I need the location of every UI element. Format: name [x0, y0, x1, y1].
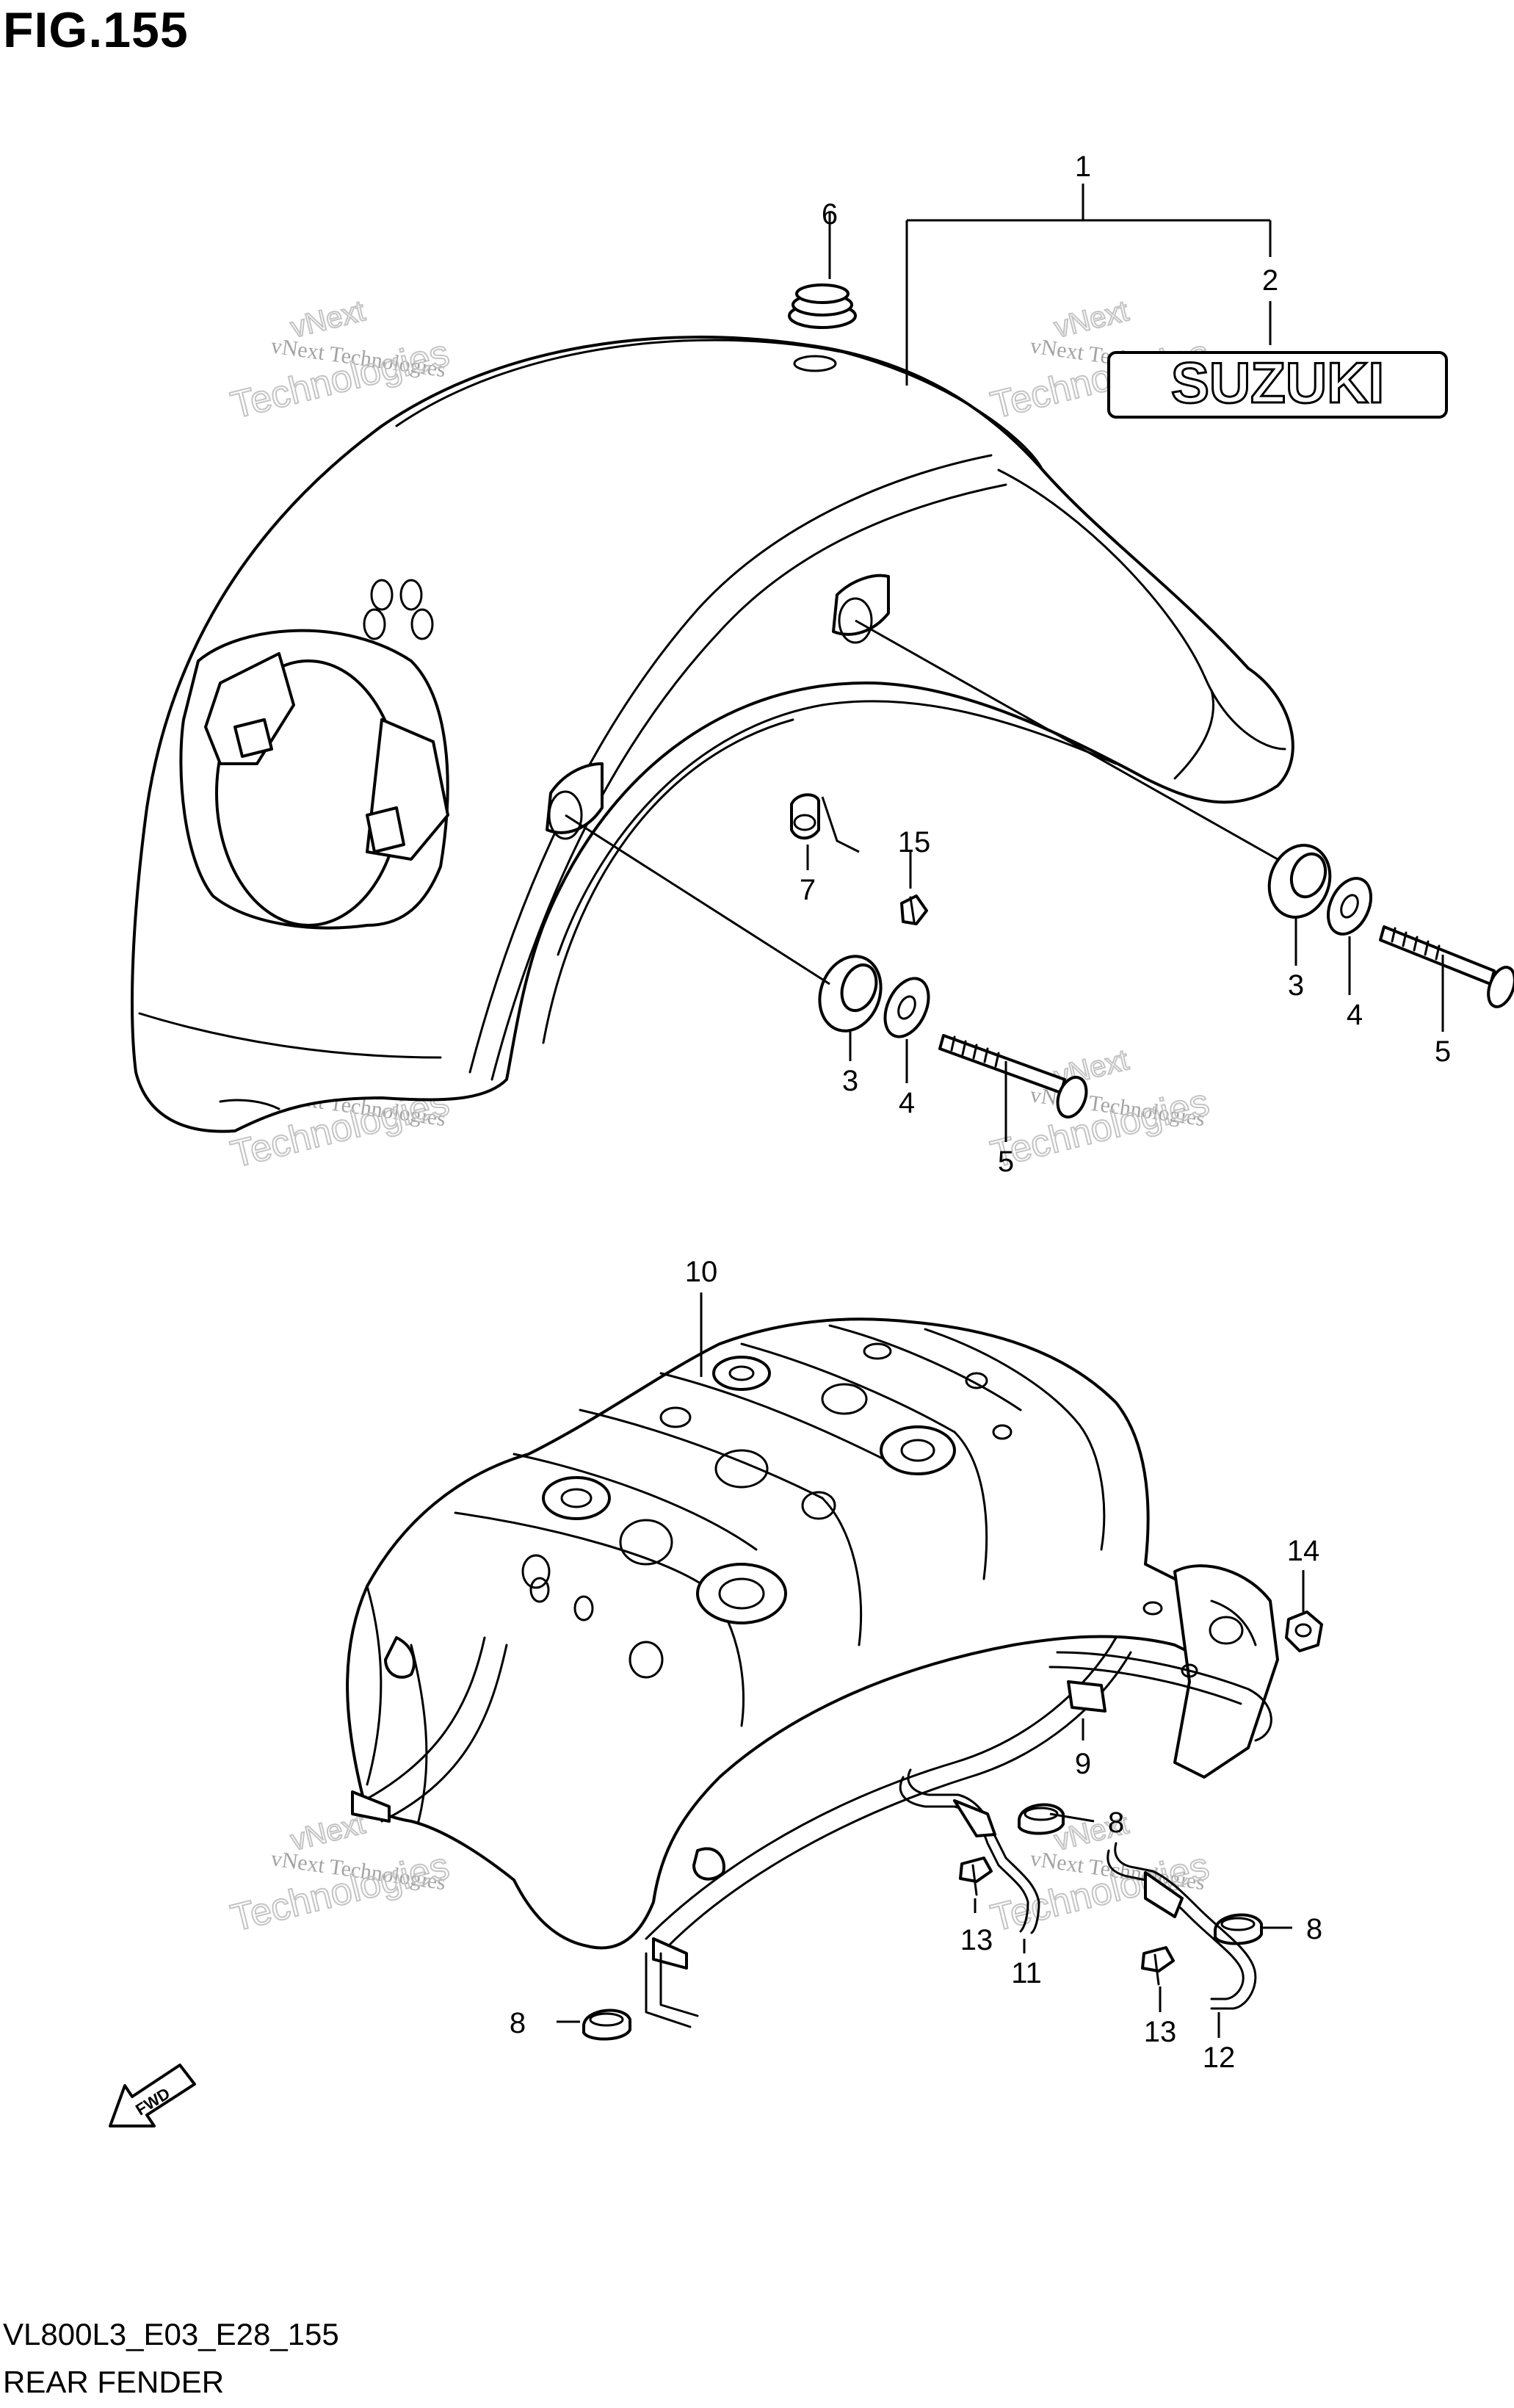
callout-5-left: 5 [998, 1146, 1014, 1178]
grommet-part-6 [788, 283, 857, 329]
callout-13-a: 13 [960, 1924, 993, 1956]
callout-1: 1 [1075, 151, 1091, 183]
screw-part-15 [900, 894, 928, 925]
figure-name: REAR FENDER [3, 2365, 225, 2399]
svg-text:vNext: vNext [1051, 294, 1132, 344]
callout-15: 15 [898, 826, 931, 858]
callout-8-b: 8 [1306, 1913, 1322, 1945]
bolt-part-5-right [1379, 925, 1514, 1008]
callout-13-b: 13 [1144, 2016, 1177, 2048]
callout-11: 11 [1011, 1957, 1042, 1989]
bolt-part-13-a [959, 1856, 993, 1896]
label-tag-part-9 [1067, 1680, 1106, 1713]
wire-part-12 [1106, 1842, 1257, 2010]
grommet-part-8-b [1214, 1913, 1263, 1945]
callout-3-right: 3 [1288, 969, 1304, 1002]
svg-text:vNext: vNext [288, 294, 369, 344]
callout-6: 6 [822, 198, 838, 231]
nut-part-14 [1285, 1610, 1323, 1652]
grommet-part-8-c [582, 2009, 631, 2041]
suzuki-emblem: SUZUKI [1107, 350, 1448, 419]
leader-lines-lower [557, 1292, 1305, 2038]
cushion-part-7 [790, 793, 820, 840]
washer-part-4-right [1326, 877, 1373, 936]
callout-14: 14 [1287, 1535, 1320, 1567]
svg-text:SUZUKI: SUZUKI [1171, 350, 1384, 415]
model-code: VL800L3_E03_E28_155 [3, 2317, 339, 2351]
grommet-part-8-a [1018, 1803, 1065, 1835]
callout-3-left: 3 [842, 1065, 858, 1097]
callout-9: 9 [1075, 1748, 1091, 1780]
callout-8-a: 8 [1108, 1807, 1124, 1839]
washer-part-4-left [883, 977, 930, 1038]
callout-4-right: 4 [1347, 999, 1363, 1031]
callout-2: 2 [1262, 264, 1278, 297]
callout-4-left: 4 [899, 1087, 915, 1119]
spacer-part-3-right [1267, 844, 1332, 919]
callout-12: 12 [1203, 2042, 1236, 2074]
callout-10: 10 [685, 1256, 718, 1288]
wire-part-11 [899, 1768, 1040, 1934]
rear-fender-drawing [131, 336, 1294, 1133]
watermark-5: vNext Technologies vNext Technologies [226, 1807, 454, 1940]
leader-lines-upper [565, 184, 1444, 1142]
callout-5-right: 5 [1435, 1035, 1451, 1068]
fwd-direction-arrow: FWD [109, 2064, 196, 2127]
bolt-part-13-b [1141, 1946, 1175, 1986]
bolt-part-5-left [938, 1034, 1088, 1119]
callout-7: 7 [800, 874, 816, 906]
spacer-part-3-left [818, 955, 883, 1033]
callout-8-c: 8 [510, 2007, 526, 2039]
figure-title: FIG.155 [3, 2, 189, 58]
fender-brace-drawing [346, 1317, 1279, 2028]
